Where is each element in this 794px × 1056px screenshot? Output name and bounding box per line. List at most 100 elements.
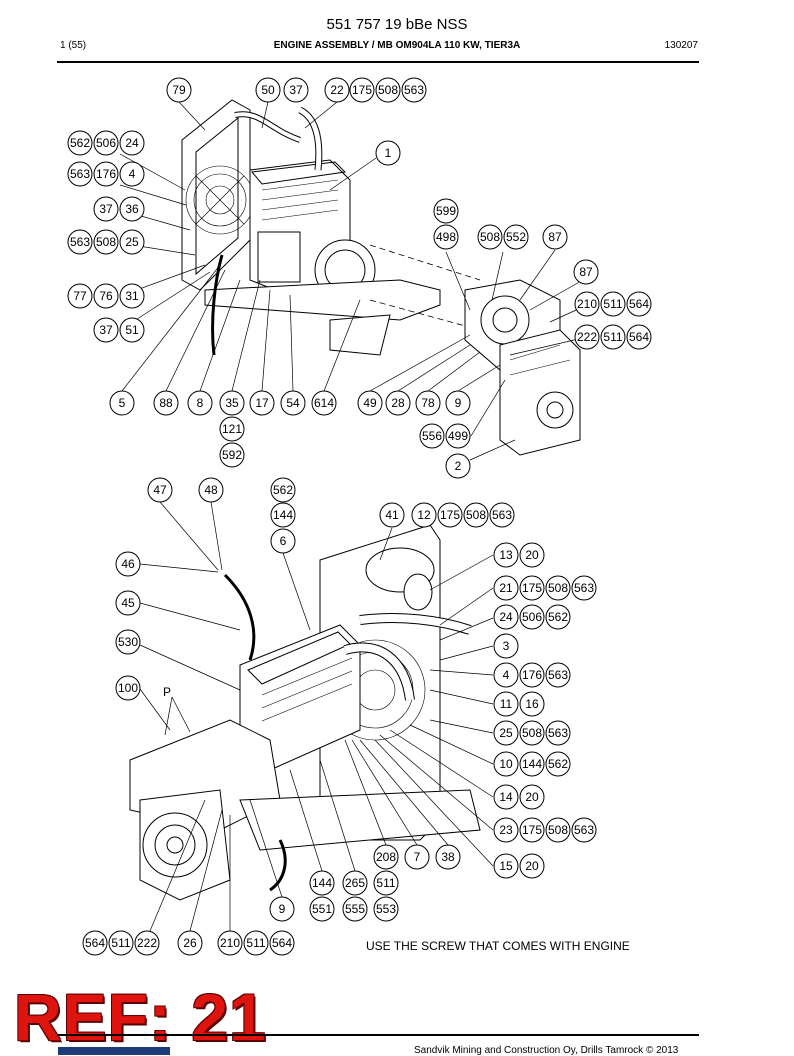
svg-text:31: 31 (125, 289, 139, 303)
callout-20: 20 (519, 853, 545, 879)
callout-87: 87 (542, 224, 568, 250)
callout-17: 17 (249, 390, 275, 416)
document-title: 551 757 19 bBe NSS (326, 16, 468, 33)
svg-text:508: 508 (96, 235, 116, 249)
svg-text:1: 1 (385, 146, 392, 160)
svg-text:7: 7 (414, 850, 421, 864)
svg-text:552: 552 (506, 230, 526, 244)
callout-54: 54 (280, 390, 306, 416)
svg-text:51: 51 (125, 323, 139, 337)
svg-text:23: 23 (499, 823, 513, 837)
svg-text:77: 77 (73, 289, 87, 303)
callout-49: 49 (357, 390, 383, 416)
svg-text:24: 24 (125, 136, 139, 150)
callout-552: 552 (503, 224, 529, 250)
callout-22: 22 (324, 77, 350, 103)
callout-35: 35 (219, 390, 245, 416)
callout-4: 4 (119, 161, 145, 187)
svg-text:265: 265 (345, 876, 365, 890)
callout-37: 37 (93, 317, 119, 343)
svg-text:14: 14 (499, 790, 513, 804)
callout-6: 6 (270, 528, 296, 554)
callout-37: 37 (93, 196, 119, 222)
svg-text:562: 562 (273, 483, 293, 497)
callout-87: 87 (573, 259, 599, 285)
svg-text:564: 564 (85, 936, 105, 950)
callout-16: 16 (519, 691, 545, 717)
footer-divider (57, 1034, 699, 1036)
callout-563: 563 (545, 662, 571, 688)
svg-text:47: 47 (153, 483, 167, 497)
svg-text:9: 9 (279, 902, 286, 916)
svg-text:563: 563 (70, 235, 90, 249)
svg-text:175: 175 (440, 508, 460, 522)
svg-text:37: 37 (99, 202, 113, 216)
svg-text:556: 556 (422, 429, 442, 443)
callout-563: 563 (67, 161, 93, 187)
svg-text:37: 37 (289, 83, 303, 97)
svg-text:5: 5 (119, 396, 126, 410)
callout-76: 76 (93, 283, 119, 309)
svg-text:508: 508 (378, 83, 398, 97)
svg-text:78: 78 (421, 396, 435, 410)
svg-text:208: 208 (376, 850, 396, 864)
svg-text:614: 614 (314, 396, 334, 410)
callout-1: 1 (375, 140, 401, 166)
svg-text:530: 530 (118, 635, 138, 649)
svg-text:222: 222 (577, 330, 597, 344)
svg-text:49: 49 (363, 396, 377, 410)
callout-121: 121 (219, 416, 245, 442)
callout-41: 41 (379, 502, 405, 528)
callout-46: 46 (115, 551, 141, 577)
svg-text:508: 508 (480, 230, 500, 244)
svg-text:3: 3 (503, 639, 510, 653)
svg-text:4: 4 (503, 668, 510, 682)
svg-text:498: 498 (436, 230, 456, 244)
svg-text:592: 592 (222, 448, 242, 462)
callout-562: 562 (545, 604, 571, 630)
svg-text:210: 210 (577, 297, 597, 311)
svg-text:100: 100 (118, 681, 138, 695)
svg-text:21: 21 (499, 581, 513, 595)
leader-lines (119, 101, 588, 932)
callout-144: 144 (309, 870, 335, 896)
callout-8: 8 (187, 390, 213, 416)
callout-13: 13 (493, 542, 519, 568)
callout-553: 553 (373, 896, 399, 922)
svg-text:87: 87 (548, 230, 562, 244)
svg-text:511: 511 (376, 876, 395, 890)
callout-10: 10 (493, 751, 519, 777)
callout-563: 563 (401, 77, 427, 103)
callout-144: 144 (270, 502, 296, 528)
callout-564: 564 (626, 291, 652, 317)
callout-563: 563 (489, 502, 515, 528)
callout-37: 37 (283, 77, 309, 103)
svg-text:24: 24 (499, 610, 513, 624)
callout-23: 23 (493, 817, 519, 843)
callout-24: 24 (119, 130, 145, 156)
svg-text:176: 176 (522, 668, 542, 682)
svg-text:20: 20 (525, 859, 539, 873)
callout-563: 563 (67, 229, 93, 255)
svg-text:144: 144 (522, 757, 542, 771)
callout-562: 562 (270, 477, 296, 503)
svg-text:20: 20 (525, 790, 539, 804)
svg-text:38: 38 (441, 850, 455, 864)
callout-3: 3 (493, 633, 519, 659)
callout-508: 508 (519, 720, 545, 746)
callout-25: 25 (493, 720, 519, 746)
page-indicator: 1 (55) (60, 40, 87, 51)
callout-50: 50 (255, 77, 281, 103)
callout-564: 564 (82, 930, 108, 956)
svg-text:4: 4 (129, 167, 136, 181)
callout-12: 12 (411, 502, 437, 528)
top-gearbox-illustration (464, 279, 581, 456)
svg-text:175: 175 (352, 83, 372, 97)
callout-26: 26 (177, 930, 203, 956)
svg-text:87: 87 (579, 265, 593, 279)
callout-564: 564 (269, 930, 295, 956)
svg-text:506: 506 (522, 610, 542, 624)
callout-21: 21 (493, 575, 519, 601)
svg-text:564: 564 (629, 330, 649, 344)
